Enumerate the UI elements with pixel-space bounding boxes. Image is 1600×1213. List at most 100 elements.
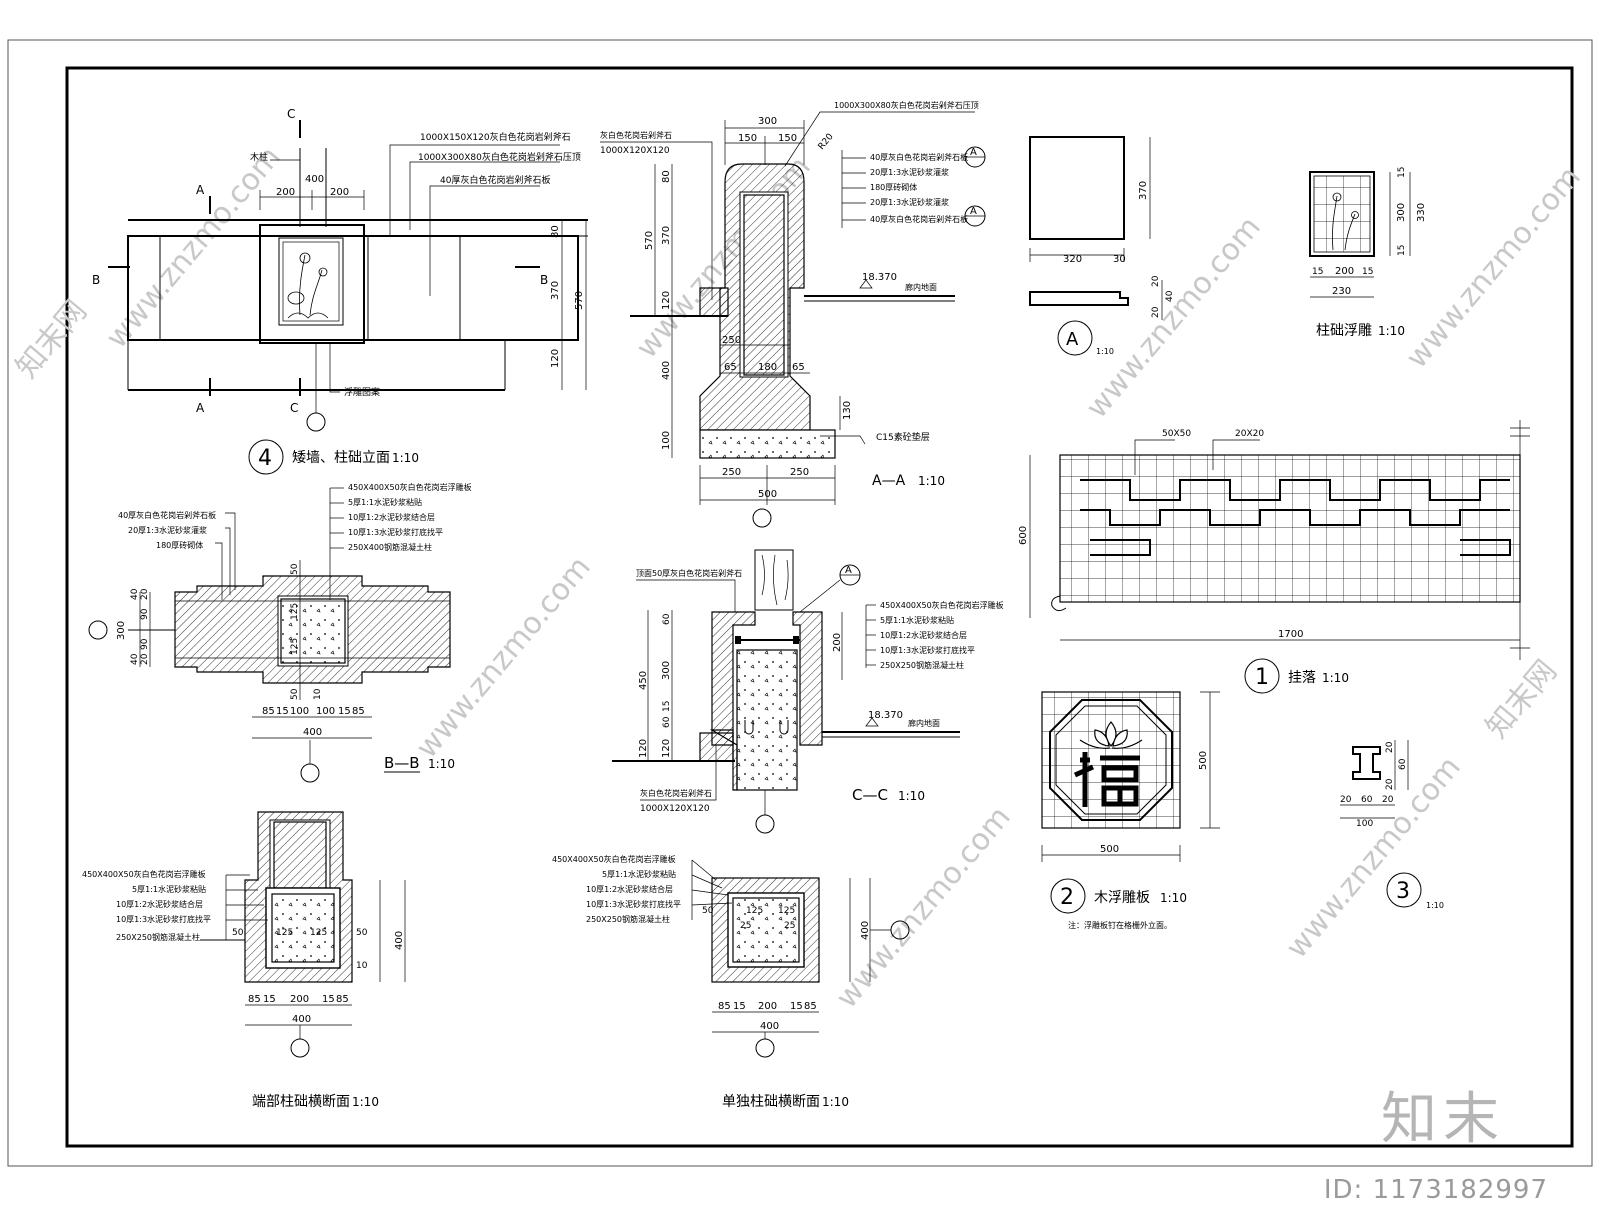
dim-text: 300	[116, 621, 127, 640]
label-layer: 10厚1:3水泥砂浆打底找平	[880, 645, 975, 655]
dim-text: 20	[140, 588, 150, 600]
label-layer: 5厚1:1水泥砂浆粘贴	[602, 869, 676, 879]
dim-text: 85	[804, 1001, 817, 1012]
label-post: 木柱	[250, 151, 268, 163]
view-scale: 1:10	[1426, 901, 1444, 910]
watermark-text: www.znzmo.com	[1279, 750, 1468, 965]
view-title: 矮墙、柱础立面	[292, 450, 390, 466]
view-scale: 1:10	[1378, 324, 1405, 338]
dim-text: 400	[661, 361, 672, 380]
dim-text: 50	[356, 928, 368, 938]
level-text: 18.370	[862, 272, 897, 283]
dim-text: 120	[638, 739, 649, 758]
label-layer: 40厚灰白色花岗岩剁斧石板	[118, 510, 216, 520]
dim-text: 400	[760, 1021, 779, 1032]
dim-text: 100	[290, 706, 309, 717]
dim-text: 125	[290, 638, 300, 655]
dim-text: 65	[792, 362, 805, 373]
dim-text: 60	[662, 613, 672, 625]
note-text: 注：浮雕板钉在格栅外立面。	[1068, 920, 1172, 930]
dim-text: 40	[130, 588, 140, 600]
dim-text: 200	[832, 633, 843, 652]
dim-text: 370	[550, 281, 561, 300]
view-title: B—B	[384, 754, 420, 772]
label-layer: 250X250钢筋混凝土柱	[116, 932, 200, 942]
dim-text: 25	[784, 921, 795, 931]
dim-text: 570	[644, 231, 655, 250]
dim-text: 200	[276, 187, 295, 198]
dim-text: 15	[662, 701, 672, 712]
dim-text: 30	[1113, 254, 1126, 265]
label-layer: 40厚灰白色花岗岩剁斧石板	[870, 214, 968, 224]
view-title: 木浮雕板	[1094, 890, 1150, 906]
label-top: 顶面50厚灰白色花岗岩剁斧石	[636, 568, 742, 578]
end-section-view: 400 85 15 200 15 85 400 50 125 125 50 10…	[82, 811, 406, 1110]
view-number: 3	[1396, 879, 1410, 904]
label-layer: 250X250钢筋混凝土柱	[880, 660, 964, 670]
dim-text: 570	[574, 291, 585, 310]
watermark-text: 知末网	[9, 294, 94, 385]
watermark-id: ID: 1173182997	[1323, 1175, 1548, 1205]
section-mark: B	[540, 273, 548, 287]
label-layer: 10厚1:3水泥砂浆打底找平	[116, 914, 211, 924]
label-layer: 450X400X50灰白色花岗岩浮雕板	[348, 482, 472, 492]
section-mark: A	[196, 183, 205, 197]
dim-text: 20	[1385, 778, 1395, 790]
dim-text: 20	[140, 653, 150, 665]
callout-text: A	[845, 565, 852, 576]
label-layer: 10厚1:2水泥砂浆结合层	[880, 630, 967, 640]
view-scale: 1:10	[1322, 671, 1349, 685]
dim-text: 60	[1361, 795, 1373, 805]
label-coping: 1000X300X80灰白色花岗岩剁斧石压顶	[418, 151, 581, 163]
dim-text: 50	[232, 928, 244, 938]
lotus-relief-icon	[287, 252, 329, 319]
outer-frame	[7, 39, 1593, 1167]
watermark-text: www.znzmo.com	[1079, 210, 1268, 425]
label-base: C15素砼垫层	[876, 431, 930, 443]
label-layer: 180厚砖砌体	[156, 540, 203, 550]
dim-text: 15	[276, 706, 289, 717]
dim-text: 10	[313, 688, 323, 700]
dim-text: 20	[1385, 741, 1395, 753]
label-left-stone: 灰白色花岗岩剁斧石	[600, 130, 672, 140]
lotus-icon	[1079, 721, 1143, 749]
dim-text: 20	[1382, 795, 1394, 805]
dim-text: 20	[1151, 275, 1161, 287]
view-title: 端部柱础横断面	[252, 1094, 350, 1110]
view-title: C—C	[852, 786, 888, 804]
section-bb-view: 300 40 20 90 90 40 20 50 125 125 50 10 8…	[88, 482, 472, 783]
view-number: 1	[1255, 665, 1269, 690]
dim-text: 100	[661, 431, 672, 450]
label-cap: 1000X150X120灰白色花岗岩剁斧石	[420, 131, 571, 143]
dim-text: 400	[292, 1014, 311, 1025]
label-veneer: 40厚灰白色花岗岩剁斧石板	[440, 174, 550, 186]
label-layer: 20厚1:3水泥砂浆灌浆	[870, 197, 949, 207]
label-layer: 5厚1:1水泥砂浆粘贴	[132, 884, 206, 894]
dim-text: 85	[352, 706, 365, 717]
fret-pattern	[1080, 479, 1511, 556]
dim-text: 125	[276, 928, 293, 938]
watermark-text: 知末网	[1479, 654, 1564, 745]
label-layer: 20厚1:3水泥砂浆灌浆	[870, 167, 949, 177]
dim-text: 450	[638, 671, 649, 690]
view-scale: 1:10	[1096, 347, 1114, 356]
view-scale: 1:10	[1160, 891, 1187, 905]
dim-text: 125	[290, 603, 300, 620]
label-layer: 180厚砖砌体	[870, 182, 917, 192]
dim-text: 80	[550, 225, 561, 238]
label-bar: 20X20	[1235, 429, 1264, 439]
dim-text: 250	[722, 335, 741, 346]
single-section-view: 400 85 15 200 15 85 400 50 125 25 125 25…	[552, 854, 910, 1110]
dim-text: 1700	[1278, 629, 1303, 640]
label-layer: 10厚1:3水泥砂浆打底找平	[348, 527, 443, 537]
label-layer: 250X250钢筋混凝土柱	[586, 914, 670, 924]
dim-text: 125	[746, 906, 763, 916]
dim-text: 20	[1340, 795, 1352, 805]
radius-text: R20	[817, 132, 836, 152]
dim-text: 370	[1138, 181, 1149, 200]
view-scale: 1:10	[392, 451, 419, 465]
dim-text: 200	[758, 1001, 777, 1012]
dim-text: 15	[1362, 267, 1373, 277]
dim-text: 100	[1356, 819, 1373, 829]
dim-text: 320	[1063, 254, 1082, 265]
